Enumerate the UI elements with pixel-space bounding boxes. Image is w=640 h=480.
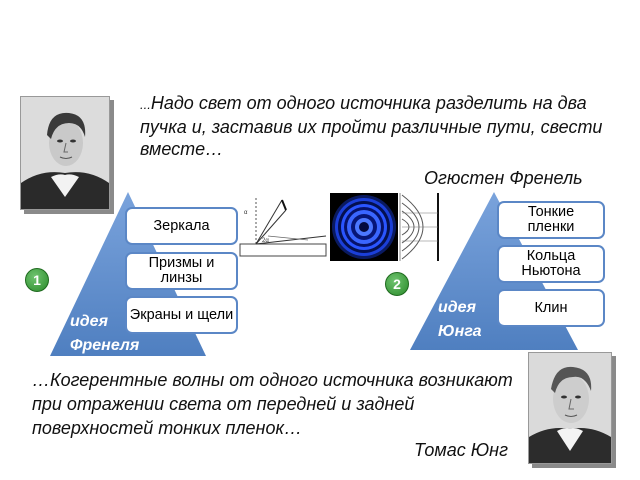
young-quote: …Когерентные волны от одного источника в… bbox=[32, 370, 513, 438]
fresnel-quote-text: Надо свет от одного источника разделить … bbox=[140, 93, 603, 159]
method-thin-films: Тонкие пленки bbox=[497, 201, 605, 239]
newton-rings-icon bbox=[330, 193, 398, 261]
method-prisms-lenses: Призмы и линзы bbox=[125, 252, 238, 290]
method-thin-films-label: Тонкие пленки bbox=[527, 204, 575, 235]
badge-2: 2 bbox=[385, 272, 409, 296]
mirror-diagram-icon: α 2α bbox=[239, 198, 327, 257]
idea-name: Френеля bbox=[70, 337, 140, 354]
fresnel-portrait-icon bbox=[20, 96, 110, 210]
young-portrait-icon bbox=[528, 352, 612, 464]
fresnel-idea-label: идея Френеля bbox=[70, 312, 139, 356]
fresnel-quote: ...Надо свет от одного источника раздели… bbox=[140, 92, 620, 160]
fresnel-author: Огюстен Френель bbox=[424, 168, 583, 188]
badge-1: 1 bbox=[25, 268, 49, 292]
quote-prefix: ... bbox=[140, 97, 151, 112]
idea-word: идея bbox=[438, 299, 476, 316]
young-author: Томас Юнг bbox=[414, 440, 508, 460]
method-screens-slits: Экраны и щели bbox=[125, 296, 238, 334]
young-idea-label: идея Юнга bbox=[438, 298, 482, 342]
method-newton-rings-label: Кольца Ньютона bbox=[521, 248, 581, 279]
idea-word: идея bbox=[70, 313, 108, 330]
method-mirrors: Зеркала bbox=[125, 207, 238, 245]
method-newton-rings: Кольца Ньютона bbox=[497, 245, 605, 283]
idea-name: Юнга bbox=[438, 323, 482, 340]
svg-text:2α: 2α bbox=[262, 238, 269, 244]
svg-text:α: α bbox=[244, 210, 248, 216]
slit-diffraction-icon bbox=[398, 193, 444, 261]
method-wedge: Клин bbox=[497, 289, 605, 327]
